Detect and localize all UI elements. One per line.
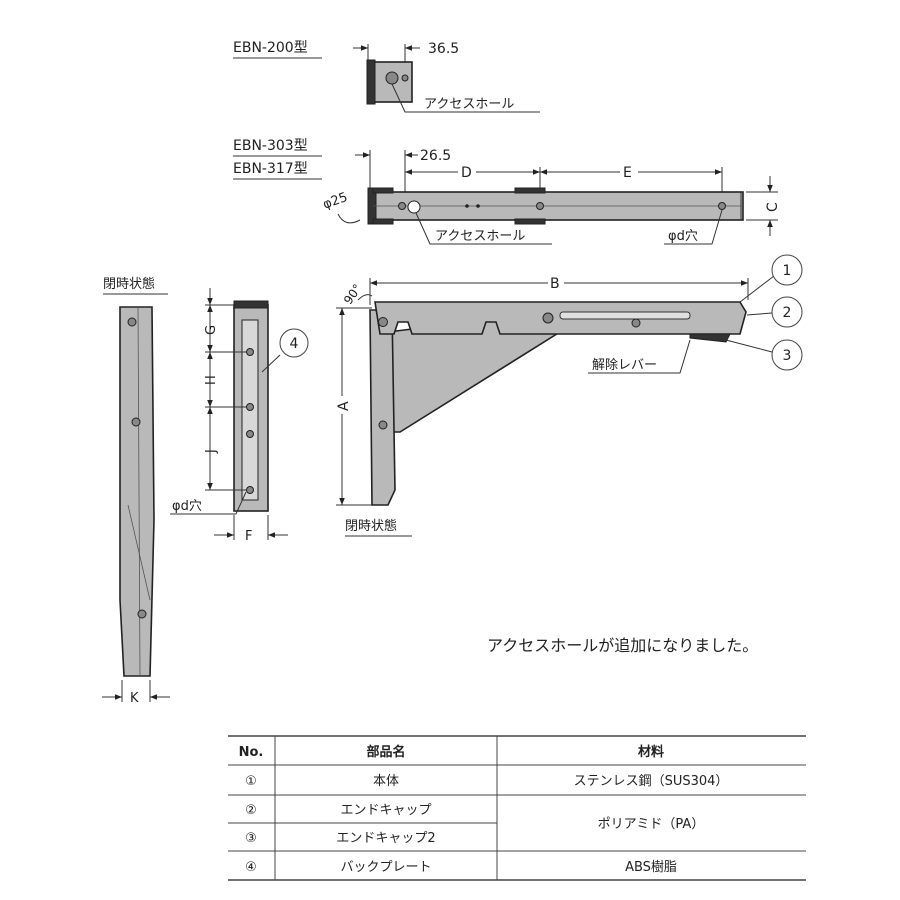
dim-A: A [336,401,352,411]
row-no: ① [245,774,257,789]
hole [718,202,726,210]
pivot [378,420,388,430]
row-material: ポリアミド（PA） [598,817,705,832]
callout-1 [771,254,803,286]
screw [127,317,137,327]
release-lever-label: 解除レバー [592,358,657,373]
hole [246,430,254,438]
side-view-closed: 閉時状態 K [102,276,170,706]
row-material: ABS樹脂 [625,860,677,875]
edge-line [127,504,151,601]
slide-slot [559,311,691,320]
dim-G: G [204,325,219,335]
screw [378,317,388,327]
dim-E: E [623,165,632,181]
row-name: エンドキャップ [340,803,431,818]
end-cap [233,300,269,309]
row-no: ④ [245,860,257,875]
phi-d-hole-label: φd穴 [172,499,202,514]
callout-leader [739,275,775,303]
row-no: ② [245,803,257,818]
parts-table: No. 部品名 材料 ① 本体 ステンレス鋼（SUS304） ② エンドキャップ… [228,735,806,881]
screw [631,318,641,328]
bracket-open-view: B 90° A 1 2 3 解除レバー 閉時状態 [334,254,803,537]
dim-F: F [245,529,252,544]
clip [514,187,546,194]
angle-90: 90° [341,282,365,307]
callout-leader [725,339,773,353]
dim-H: H [204,375,219,385]
row-no: ③ [245,831,257,846]
ebn303-317-detail: EBN-303型 EBN-317型 26.5 D E [233,138,781,245]
access-hole [407,200,421,214]
vertical-arm [369,309,396,506]
leader-line [170,491,247,515]
pivot [131,417,141,427]
folded-bracket [119,306,155,677]
callout-4 [279,328,309,358]
access-hole [385,71,399,85]
row-name: バックプレート [340,860,431,875]
dim-J: J [204,449,219,454]
callout-3 [771,339,803,371]
hole [398,202,406,210]
callout-1-number: 1 [783,263,792,279]
back-plate-view: G H J φd穴 F 4 [170,288,309,544]
pivot [542,312,554,324]
closed-state-label: 閉時状態 [345,518,397,534]
leader-line [588,339,691,374]
rivet [465,204,469,208]
clip [514,218,546,225]
hole [536,202,544,210]
hole [246,486,254,494]
callout-leader [746,312,773,316]
header-no: No. [239,745,264,760]
callout-4-number: 4 [290,336,299,352]
dim-36-5: 36.5 [428,41,459,57]
release-lever-part [689,333,731,343]
row-name: 本体 [373,774,399,789]
model-label-ebn317: EBN-317型 [233,161,308,177]
leader-line [391,83,540,113]
rivet [476,204,480,208]
phi-d-hole-label: φd穴 [668,229,698,244]
end-cap-top [372,187,394,194]
header-material: 材料 [638,744,664,760]
hole [401,74,409,82]
row-name: エンドキャップ2 [336,831,435,846]
angle-arc [357,294,373,301]
hole [246,348,254,356]
leader-line [415,212,552,245]
model-label-ebn303: EBN-303型 [233,138,308,154]
access-hole-label: アクセスホール [435,229,525,244]
hole [246,403,254,411]
dim-C: C [765,202,781,212]
leader-line [664,209,723,245]
callout-leader [261,354,281,373]
closed-state-label: 閉時状態 [103,276,155,292]
callout-2 [771,296,803,328]
dim-26-5: 26.5 [420,148,451,164]
header-part-name: 部品名 [366,744,405,760]
access-hole-label: アクセスホール [424,97,514,112]
dim-K: K [130,691,139,706]
end-cap-bottom [372,218,394,225]
dim-D: D [461,165,472,181]
callout-2-number: 2 [783,305,792,321]
dim-B: B [550,276,560,292]
pivot [137,609,147,619]
radius-arc [337,213,361,224]
note-text: アクセスホールが追加になりました。 [487,636,758,655]
model-label-ebn200: EBN-200型 [233,40,308,56]
end-cap [366,59,376,105]
row-material: ステンレス鋼（SUS304） [574,774,729,789]
callout-3-number: 3 [783,348,792,364]
dim-phi25: φ25 [321,190,350,213]
ebn200-detail: EBN-200型 36.5 アクセスホール [233,40,540,113]
